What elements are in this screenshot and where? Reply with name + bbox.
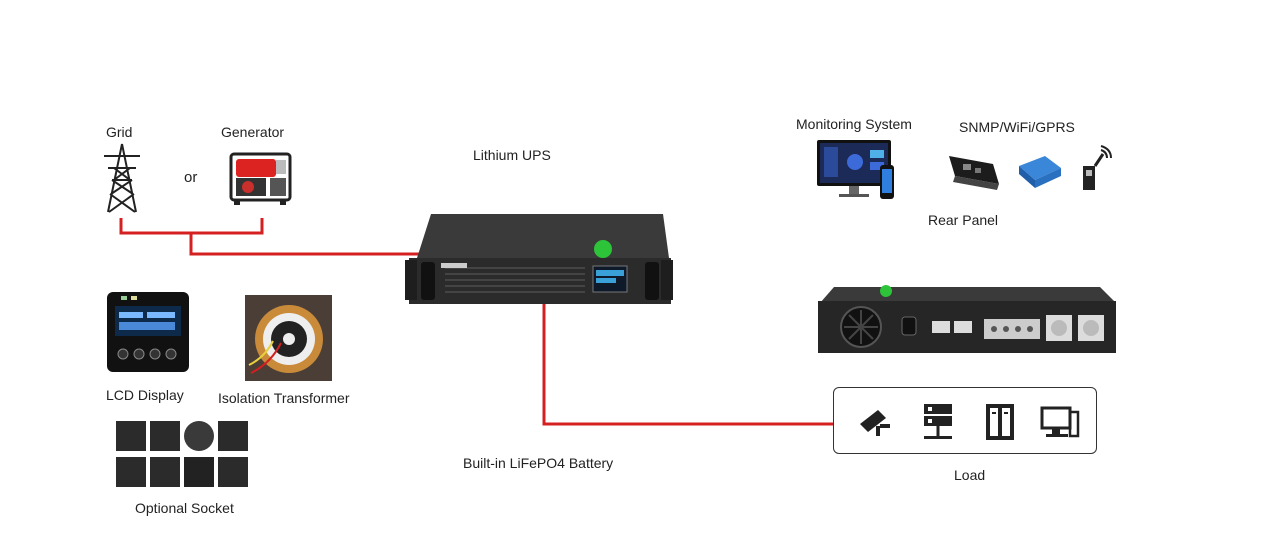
socket-universal	[116, 457, 146, 487]
load-label: Load	[954, 467, 986, 483]
socket-iec	[184, 457, 214, 487]
lcd-display-icon	[115, 296, 181, 360]
socket-us-ground	[150, 421, 180, 451]
lcd-display	[107, 292, 189, 372]
lcd-display-label: LCD Display	[106, 387, 184, 403]
socket-french	[218, 421, 248, 451]
isolation-transformer	[245, 295, 332, 381]
snmp-label: SNMP/WiFi/GPRS	[959, 119, 1075, 135]
socket-schuko	[184, 421, 214, 451]
computer-icon	[1040, 406, 1080, 438]
snmp-devices	[943, 144, 1115, 196]
lithium-ups-label: Lithium UPS	[473, 147, 551, 163]
socket-uk	[218, 457, 248, 487]
lithium-ups-front	[405, 212, 673, 304]
rear-panel-label: Rear Panel	[928, 212, 999, 228]
socket-us	[116, 421, 146, 451]
or-label: or	[184, 169, 198, 186]
grid-label: Grid	[106, 124, 133, 140]
socket-multi	[150, 457, 180, 487]
optional-socket-label: Optional Socket	[135, 500, 234, 516]
load-box	[833, 387, 1097, 454]
monitoring-system-label: Monitoring System	[796, 116, 912, 132]
isolation-transformer-label: Isolation Transformer	[218, 390, 350, 406]
phone-icon	[880, 165, 894, 199]
monitor-icon	[817, 140, 891, 197]
generator	[228, 150, 293, 206]
router-icon	[1019, 156, 1061, 188]
generator-label: Generator	[221, 124, 285, 140]
transformer-icon	[245, 295, 332, 381]
server-icon	[924, 404, 952, 439]
ups-rear-panel	[816, 283, 1118, 355]
snmp-card-icon	[949, 156, 999, 190]
monitoring-system	[815, 138, 895, 202]
optional-sockets	[116, 421, 250, 489]
wifi-antenna-icon	[1083, 145, 1112, 190]
generator-icon	[229, 152, 292, 205]
ups-front-icon	[405, 214, 673, 304]
security-camera-icon	[860, 410, 890, 436]
storage-rack-icon	[986, 404, 1014, 440]
battery-label: Built-in LiFePO4 Battery	[463, 455, 614, 471]
ups-rear-icon	[818, 285, 1116, 353]
grid-source	[100, 142, 144, 214]
power-tower-icon	[104, 143, 140, 213]
